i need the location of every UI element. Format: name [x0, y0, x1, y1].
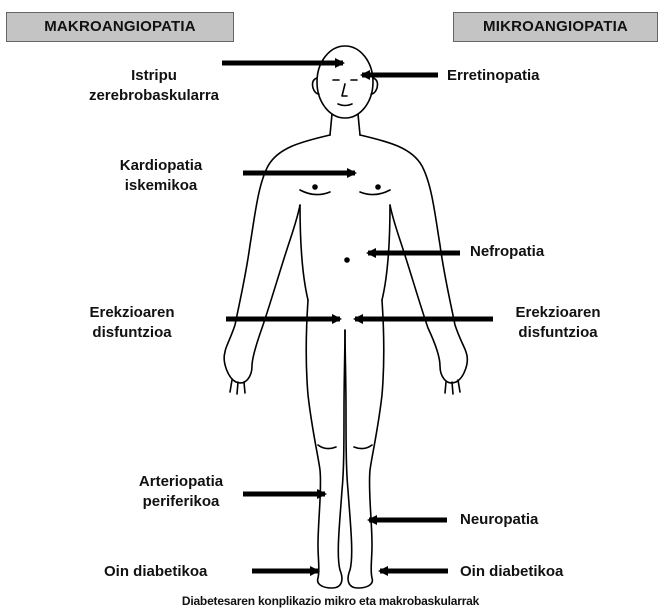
label-kardiopatia: Kardiopatia iskemikoa	[120, 156, 203, 196]
label-oin-right-line1: Oin diabetikoa	[460, 562, 563, 582]
label-erekzio-right: Erekzioaren disfuntzioa	[515, 303, 600, 343]
label-neuropatia: Neuropatia	[460, 510, 538, 530]
mikroangiopatia-header: MIKROANGIOPATIA	[453, 12, 658, 42]
label-erekzio-left-line1: Erekzioaren	[89, 303, 174, 323]
label-arteriopatia-line2: periferikoa	[139, 492, 223, 512]
label-oin-left-line1: Oin diabetikoa	[104, 562, 207, 582]
label-arteriopatia-line1: Arteriopatia	[139, 472, 223, 492]
label-kardiopatia-line1: Kardiopatia	[120, 156, 203, 176]
caption: Diabetesaren konplikazio mikro eta makro…	[0, 594, 661, 608]
label-erekzio-left: Erekzioaren disfuntzioa	[89, 303, 174, 343]
label-oin-right: Oin diabetikoa	[460, 562, 563, 582]
label-nefropatia-line1: Nefropatia	[470, 242, 544, 262]
label-arteriopatia: Arteriopatia periferikoa	[139, 472, 223, 512]
label-nefropatia: Nefropatia	[470, 242, 544, 262]
label-erekzio-left-line2: disfuntzioa	[89, 323, 174, 343]
label-oin-left: Oin diabetikoa	[104, 562, 207, 582]
label-erretinopatia: Erretinopatia	[447, 66, 540, 86]
label-neuropatia-line1: Neuropatia	[460, 510, 538, 530]
label-istripu: Istripu zerebrobaskularra	[89, 66, 219, 106]
makroangiopatia-header: MAKROANGIOPATIA	[6, 12, 234, 42]
label-kardiopatia-line2: iskemikoa	[120, 176, 203, 196]
label-erekzio-right-line2: disfuntzioa	[515, 323, 600, 343]
label-erretinopatia-line1: Erretinopatia	[447, 66, 540, 86]
arrows	[222, 63, 493, 571]
label-istripu-line2: zerebrobaskularra	[89, 86, 219, 106]
label-istripu-line1: Istripu	[89, 66, 219, 86]
label-erekzio-right-line1: Erekzioaren	[515, 303, 600, 323]
